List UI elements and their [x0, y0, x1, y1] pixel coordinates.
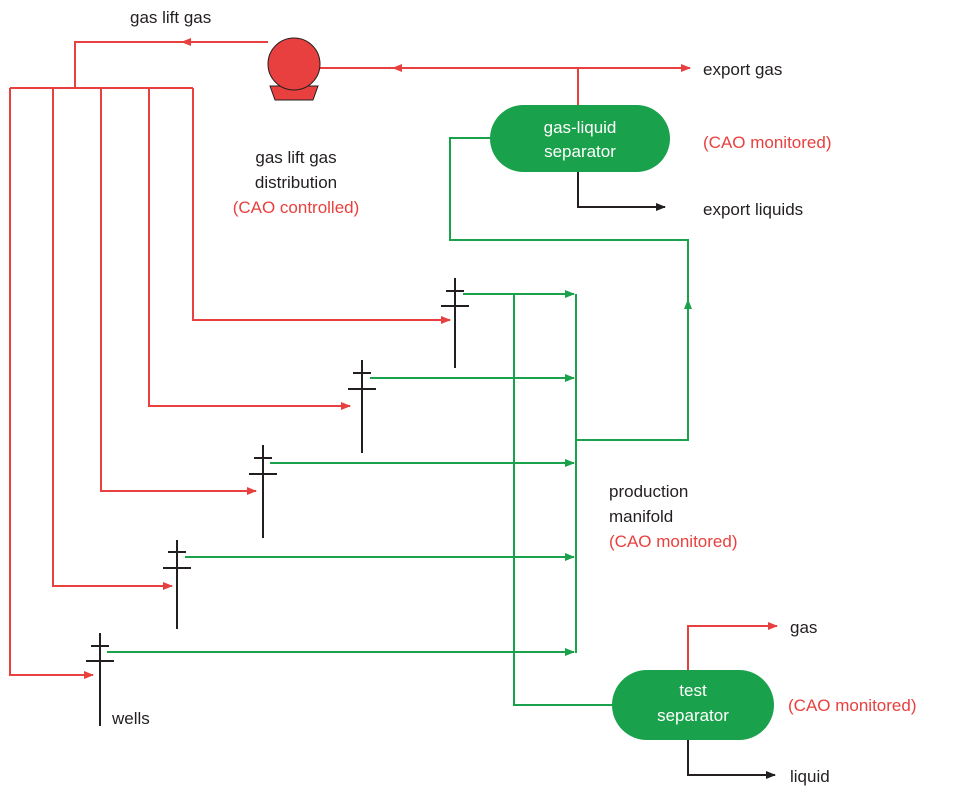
lift-line-well-5 [192, 88, 451, 324]
export-liquids-label: export liquids [703, 200, 803, 219]
test-line [513, 294, 614, 706]
manifold-label-2: manifold [609, 507, 673, 526]
test-separator-status: (CAO monitored) [788, 696, 916, 715]
gas-liquid-separator: gas-liquid separator [490, 105, 670, 172]
gas-lift-gas-label: gas lift gas [130, 8, 211, 27]
gl-separator-label-1: gas-liquid [544, 118, 617, 137]
gas-lift-header-line [74, 41, 268, 88]
test-separator-label-2: separator [657, 706, 729, 725]
test-separator: test separator [612, 670, 774, 740]
lift-line-well-3 [100, 88, 257, 495]
manifold-to-separator-line [449, 137, 689, 441]
gas-lift-network [9, 38, 778, 679]
wells [86, 278, 469, 726]
export-gas-label: export gas [703, 60, 782, 79]
liquid-lines [577, 172, 776, 779]
gl-separator-label-2: separator [544, 142, 616, 161]
manifold-status: (CAO monitored) [609, 532, 737, 551]
distribution-status: (CAO controlled) [233, 198, 360, 217]
export-liquids-line [577, 172, 666, 211]
compressor-icon [267, 37, 321, 101]
gl-separator-status: (CAO monitored) [703, 133, 831, 152]
wellhead-icon [86, 633, 114, 726]
wells-label: wells [111, 709, 150, 728]
test-gas-line [687, 622, 778, 670]
lift-line-well-1 [9, 88, 94, 679]
distribution-label-2: distribution [255, 173, 337, 192]
test-liquid-label: liquid [790, 767, 830, 786]
production-network [107, 137, 692, 706]
wellhead-icon [249, 445, 277, 538]
manifold-label-1: production [609, 482, 688, 501]
test-separator-label-1: test [679, 681, 707, 700]
test-gas-label: gas [790, 618, 817, 637]
wellhead-icon [163, 540, 191, 629]
test-liquid-line [687, 740, 776, 779]
lift-line-well-2 [52, 88, 173, 590]
distribution-label-1: gas lift gas [255, 148, 336, 167]
wellhead-icon [441, 278, 469, 368]
wellhead-icon [348, 360, 376, 453]
lift-line-well-4 [148, 88, 351, 410]
